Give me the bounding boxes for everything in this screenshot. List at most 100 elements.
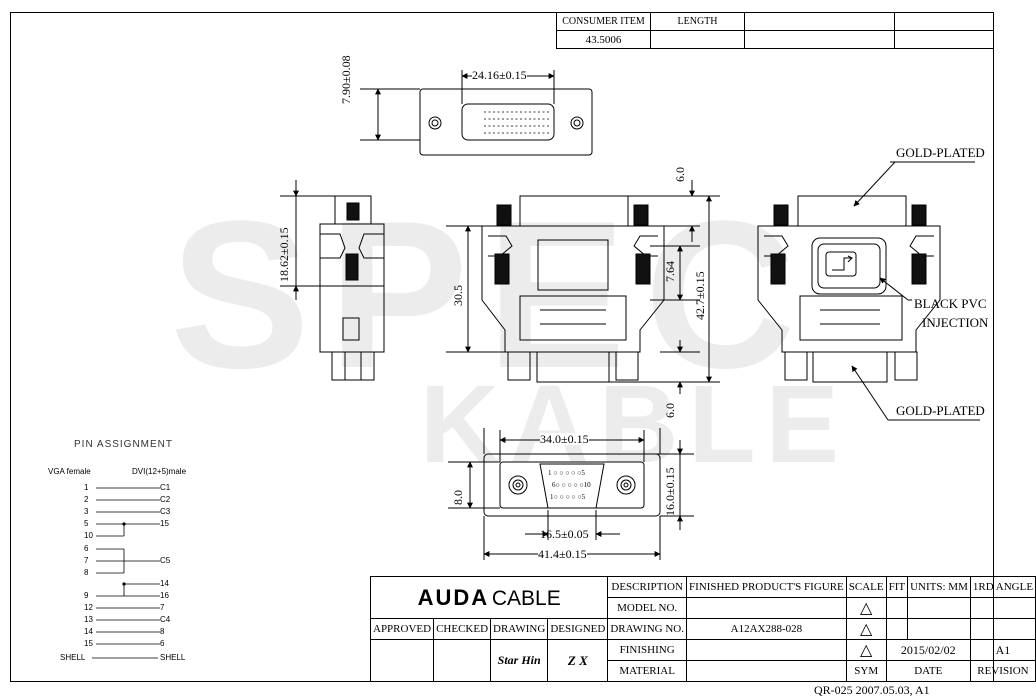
vga-pins-row2: 6○ ○ ○ ○ ○10 bbox=[552, 481, 591, 489]
pin-right: C4 bbox=[160, 615, 171, 624]
rear-view bbox=[757, 161, 980, 421]
scale-value: FIT bbox=[885, 576, 909, 598]
pin-left: 15 bbox=[84, 639, 93, 648]
pin-left: 1 bbox=[84, 483, 89, 492]
pin-left: 12 bbox=[84, 603, 93, 612]
date-label: DATE bbox=[885, 660, 971, 682]
pin-left: 10 bbox=[84, 531, 93, 540]
date-value: 2015/02/02 bbox=[885, 639, 971, 661]
pin-right: C2 bbox=[160, 495, 171, 504]
vga-pins-row3: 1○ ○ ○ ○ ○5 bbox=[550, 493, 586, 501]
dim-bottom-inner: 16.5±0.05 bbox=[540, 527, 589, 541]
label-injection: INJECTION bbox=[922, 315, 989, 330]
pin-right: 14 bbox=[160, 579, 169, 588]
pin-left: 6 bbox=[84, 544, 89, 553]
approved-sign bbox=[369, 639, 435, 682]
revision-value: A1 bbox=[969, 639, 1036, 661]
pin-left: SHELL bbox=[60, 653, 86, 662]
dim-front-mid: 7.64 bbox=[663, 261, 677, 282]
brand-bold: AUDA bbox=[417, 584, 490, 610]
side-view bbox=[280, 180, 385, 381]
sym-label: SYM bbox=[845, 660, 887, 682]
footer-code: QR-025 2007.05.03, A1 bbox=[814, 683, 930, 697]
units: UNITS: MM bbox=[907, 576, 971, 598]
watermark-line1: SPEC bbox=[170, 177, 814, 412]
checked-sign bbox=[433, 639, 492, 682]
brand-light: CABLE bbox=[491, 586, 561, 610]
dim-bottom-width: 34.0±0.15 bbox=[540, 432, 589, 446]
consumer-item-table: CONSUMER ITEM LENGTH 43.5006 bbox=[556, 12, 994, 49]
pin-right: C3 bbox=[160, 507, 171, 516]
scale-label: SCALE bbox=[845, 576, 887, 598]
model-label: MODEL NO. bbox=[607, 597, 687, 619]
dim-front-height: 30.5 bbox=[451, 285, 465, 306]
pin-right: 15 bbox=[160, 519, 169, 528]
pin-header-vga: VGA female bbox=[48, 467, 91, 476]
pin-right: C1 bbox=[160, 483, 171, 492]
tb-empty bbox=[969, 618, 1036, 640]
technical-drawing bbox=[92, 70, 980, 659]
dim-bottom-right: 16.0±0.15 bbox=[663, 467, 677, 516]
tb-empty bbox=[969, 597, 1036, 619]
drawing-label: DRAWING bbox=[490, 618, 549, 640]
drawing-no-value: A12AX288-028 bbox=[685, 618, 847, 640]
pin-right: 7 bbox=[160, 603, 165, 612]
approved-label: APPROVED bbox=[369, 618, 435, 640]
description-label: DESCRIPTION bbox=[607, 576, 687, 598]
consumer-item-value: 43.5006 bbox=[556, 30, 651, 49]
finishing-label: FINISHING bbox=[607, 639, 687, 661]
material-value bbox=[685, 660, 847, 682]
rev-triangle: △ bbox=[845, 639, 887, 661]
front-view bbox=[446, 180, 720, 394]
rev-triangle: △ bbox=[845, 597, 887, 619]
rev-triangle: △ bbox=[845, 618, 887, 640]
finishing-value bbox=[685, 639, 847, 661]
title-block: AUDA CABLE DESCRIPTION FINISHED PRODUCT'… bbox=[369, 576, 1036, 682]
vga-pins-row1: 1 ○ ○ ○ ○ ○5 bbox=[548, 469, 585, 477]
designed-sign: Z X bbox=[547, 639, 609, 682]
dim-front-total: 42.7±0.15 bbox=[693, 271, 707, 320]
tb-empty bbox=[885, 597, 909, 619]
dim-bottom-total: 41.4±0.15 bbox=[538, 547, 587, 561]
pin-left: 7 bbox=[84, 556, 89, 565]
label-gold-plated-top: GOLD-PLATED bbox=[896, 145, 985, 160]
pin-wiring bbox=[92, 487, 160, 659]
label-gold-plated-bottom: GOLD-PLATED bbox=[896, 403, 985, 418]
material-label: MATERIAL bbox=[607, 660, 687, 682]
dim-front-top: 6.0 bbox=[673, 167, 687, 182]
checked-label: CHECKED bbox=[433, 618, 492, 640]
brand-cell: AUDA CABLE bbox=[369, 576, 609, 619]
pin-left: 3 bbox=[84, 507, 89, 516]
angle: 1RD ANGLE bbox=[969, 576, 1036, 598]
dim-bottom-left: 8.0 bbox=[451, 490, 465, 505]
dim-top-height: 7.90±0.08 bbox=[339, 55, 353, 104]
pin-left: 13 bbox=[84, 615, 93, 624]
pin-left: 9 bbox=[84, 591, 89, 600]
pin-right: 6 bbox=[160, 639, 165, 648]
pin-right: SHELL bbox=[160, 653, 186, 662]
tb-empty bbox=[907, 597, 971, 619]
pin-right: C5 bbox=[160, 556, 171, 565]
tb-empty bbox=[885, 618, 909, 640]
tb-empty bbox=[907, 618, 971, 640]
revision-label: REVISION bbox=[969, 660, 1036, 682]
pin-left: 2 bbox=[84, 495, 89, 504]
pin-left: 8 bbox=[84, 568, 89, 577]
drawing-frame bbox=[10, 12, 994, 682]
dim-top-width: 24.16±0.15 bbox=[472, 68, 527, 82]
pin-left: 5 bbox=[84, 519, 89, 528]
pin-right: 8 bbox=[160, 627, 165, 636]
pin-assignment-title: PIN ASSIGNMENT bbox=[74, 439, 174, 450]
watermark-line2: KABLE bbox=[420, 363, 849, 486]
pin-left: 14 bbox=[84, 627, 93, 636]
dim-front-bottom: 6.0 bbox=[663, 403, 677, 418]
pin-header-dvi: DVI(12+5)male bbox=[132, 467, 187, 476]
drawing-sign: Star Hin bbox=[490, 639, 549, 682]
label-black-pvc: BLACK PVC bbox=[914, 296, 987, 311]
dim-side-height: 18.62±0.15 bbox=[277, 227, 291, 282]
model-value bbox=[685, 597, 847, 619]
drawing-no-label: DRAWING NO. bbox=[607, 618, 687, 640]
top-view bbox=[360, 70, 593, 156]
designed-label: DESIGNED bbox=[547, 618, 609, 640]
pin-right: 16 bbox=[160, 591, 169, 600]
